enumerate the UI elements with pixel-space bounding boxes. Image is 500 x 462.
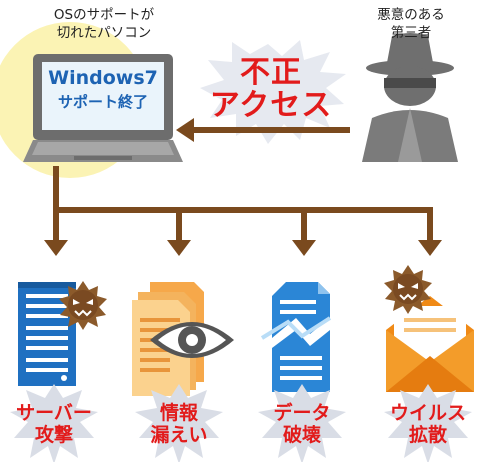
attacker-caption-line2: 第三者	[390, 25, 432, 41]
impact-label-line1: データ	[273, 402, 331, 424]
laptop-icon	[23, 54, 183, 162]
impact-label: 情報 漏えい	[129, 402, 229, 446]
attacker-caption: 悪意のある 第三者	[356, 6, 466, 42]
impact-label-line1: 情報	[159, 402, 198, 424]
impact-arrows	[44, 166, 442, 256]
screen-title: Windows7	[48, 67, 158, 89]
screen-subtitle: サポート終了	[57, 93, 148, 111]
broken-document-icon	[260, 282, 332, 392]
access-burst	[200, 40, 346, 144]
impact-label-line1: サーバー	[16, 402, 92, 424]
impact-label-line2: 攻撃	[34, 424, 73, 446]
attacker-caption-line1: 悪意のある	[377, 7, 445, 23]
impact-label-line2: 拡散	[408, 424, 447, 446]
impact-label: ウイルス 拡散	[378, 402, 478, 446]
access-arrow	[176, 118, 350, 142]
attacker-icon	[362, 33, 458, 162]
impact-label-line1: ウイルス	[389, 402, 466, 424]
access-label: 不正 アクセス	[196, 56, 346, 122]
pc-caption-line2: 切れたパソコン	[56, 25, 152, 41]
document-eye-icon	[132, 282, 234, 396]
access-label-line1: 不正	[240, 55, 302, 90]
access-label-line2: アクセス	[209, 88, 333, 123]
impact-label: サーバー 攻撃	[4, 402, 104, 446]
pc-caption: OSのサポートが 切れたパソコン	[34, 6, 174, 42]
envelope-virus-icon	[386, 296, 474, 392]
impact-label-line2: 漏えい	[150, 424, 208, 446]
pc-caption-line1: OSのサポートが	[53, 7, 155, 23]
impact-label-line2: 破壊	[282, 424, 321, 446]
impact-label: データ 破壊	[252, 402, 352, 446]
